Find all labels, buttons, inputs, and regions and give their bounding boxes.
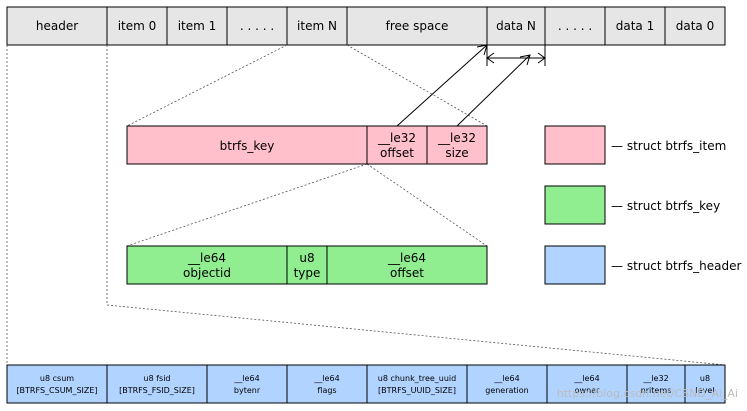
label-dots-right: . . . . . xyxy=(558,19,592,33)
label-dataN: data N xyxy=(496,19,536,33)
header-flags-l2: flags xyxy=(317,386,336,395)
header-flags-field xyxy=(286,364,368,404)
cell-header xyxy=(6,6,108,46)
cell-dataN xyxy=(486,6,546,46)
legend-swatch-header xyxy=(544,245,606,285)
key-type-name: type xyxy=(294,266,321,280)
item-key-label: btrfs_key xyxy=(220,139,275,153)
key-type-field xyxy=(286,245,328,285)
key-type-type: u8 xyxy=(299,251,314,265)
header-bytenr-l1: __le64 xyxy=(233,374,259,383)
leaf-layout-row: header item 0 item 1 . . . . . item N fr… xyxy=(6,6,726,46)
label-data0: data 0 xyxy=(676,19,714,33)
header-nritems-l1: __le32 xyxy=(642,374,668,383)
item-offset-type: __le32 xyxy=(377,131,416,145)
connector-key-right xyxy=(366,163,488,247)
header-level-l2: level xyxy=(695,386,714,395)
cell-data0 xyxy=(664,6,726,46)
header-csum-field xyxy=(6,364,108,404)
legend-label-header: — struct btrfs_header xyxy=(611,259,742,273)
header-generation-field xyxy=(466,364,548,404)
label-item1: item 1 xyxy=(178,19,217,33)
header-csum-l1: u8 csum xyxy=(40,374,74,383)
label-item0: item 0 xyxy=(118,19,157,33)
header-owner-field xyxy=(546,364,628,404)
arrow-size xyxy=(456,54,531,127)
header-csum-l2: [BTRFS_CSUM_SIZE] xyxy=(16,386,97,395)
key-offset-name: offset xyxy=(390,266,424,280)
legend: — struct btrfs_item — struct btrfs_key —… xyxy=(544,125,742,285)
key-offset-type: __le64 xyxy=(387,251,426,265)
header-bytenr-l2: bytenr xyxy=(234,386,261,395)
header-bytenr-field xyxy=(206,364,288,404)
dashed-connectors xyxy=(6,44,726,366)
cell-dots-right xyxy=(544,6,606,46)
item-size-type: __le32 xyxy=(437,131,476,145)
header-fsid-l2: [BTRFS_FSID_SIZE] xyxy=(119,386,195,395)
key-objectid-type: __le64 xyxy=(187,251,226,265)
label-header: header xyxy=(36,19,78,33)
header-fsid-l1: u8 fsid xyxy=(144,374,171,383)
cell-item0 xyxy=(106,6,168,46)
item-size-field xyxy=(426,125,488,165)
legend-swatch-item xyxy=(544,125,606,165)
item-offset-name: offset xyxy=(380,146,414,160)
header-owner-l2: owner xyxy=(575,386,600,395)
btrfs-header-struct: u8 csum [BTRFS_CSUM_SIZE] u8 fsid [BTRFS… xyxy=(6,364,726,404)
connector-key-left xyxy=(126,163,368,247)
key-objectid-name: objectid xyxy=(183,266,231,280)
header-uuid-l1: u8 chunk_tree_uuid xyxy=(378,374,456,383)
item-size-name: size xyxy=(445,146,468,160)
key-objectid-field xyxy=(126,245,288,285)
header-nritems-field xyxy=(626,364,686,404)
header-fsid-field xyxy=(106,364,208,404)
legend-label-key: — struct btrfs_key xyxy=(611,199,720,213)
label-dots-left: . . . . . xyxy=(240,19,274,33)
cell-itemN xyxy=(286,6,348,46)
item-offset-field xyxy=(366,125,428,165)
connector-itemN-left xyxy=(126,44,288,127)
label-data1: data 1 xyxy=(616,19,654,33)
arrow-size-head xyxy=(519,54,531,66)
header-uuid-l2: [BTRFS_UUID_SIZE] xyxy=(378,386,456,395)
header-owner-l1: __le64 xyxy=(573,374,599,383)
btrfs-item-struct: btrfs_key __le32 offset __le32 size xyxy=(126,125,488,165)
cell-data1 xyxy=(604,6,666,46)
header-nritems-l2: nritems xyxy=(641,386,672,395)
legend-swatch-key xyxy=(544,185,606,225)
header-flags-l1: __le64 xyxy=(313,374,339,383)
cell-item1 xyxy=(166,6,228,46)
connector-header-diag xyxy=(106,304,726,366)
header-level-l1: u8 xyxy=(700,374,710,383)
header-level-field xyxy=(684,364,726,404)
btrfs-key-struct: __le64 objectid u8 type __le64 offset xyxy=(126,245,488,285)
watermark-text: https://blog.csdn.net/CSND_Ai_Ai xyxy=(557,387,738,400)
key-offset-field xyxy=(326,245,488,285)
cell-free-space xyxy=(346,6,488,46)
label-free-space: free space xyxy=(386,19,449,33)
arrows xyxy=(396,44,546,127)
header-uuid-field xyxy=(366,364,468,404)
arrow-offset xyxy=(396,44,488,127)
connector-itemN-right xyxy=(346,44,488,127)
header-generation-l1: __le64 xyxy=(493,374,519,383)
legend-label-item: — struct btrfs_item xyxy=(611,139,726,153)
label-itemN: item N xyxy=(297,19,337,33)
header-generation-l2: generation xyxy=(485,386,529,395)
item-key-field xyxy=(126,125,368,165)
